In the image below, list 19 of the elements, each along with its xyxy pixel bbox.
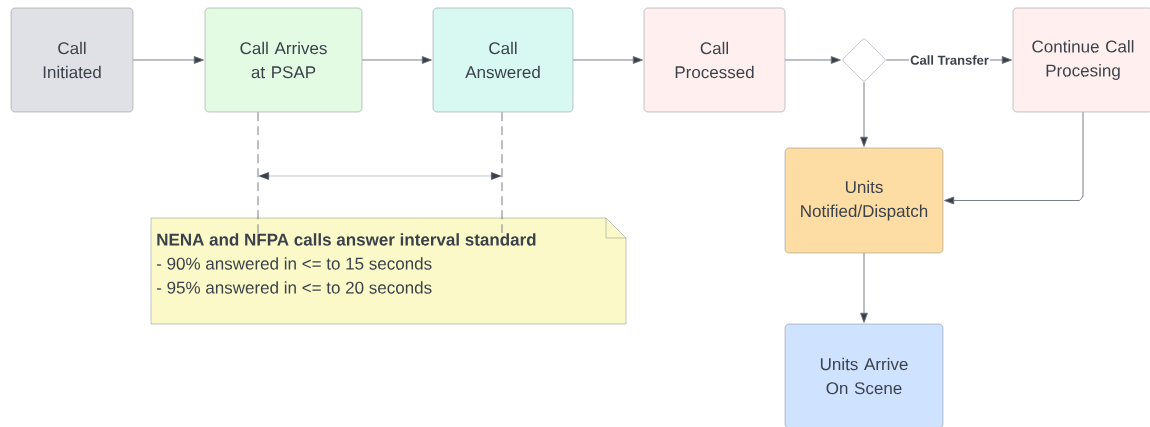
- arrow: [784, 56, 841, 64]
- edge-label: Call Transfer: [909, 54, 990, 66]
- process-box: Continue Call Procesing: [1012, 7, 1150, 113]
- arrow: [860, 81, 868, 147]
- decision-diamond: [842, 38, 886, 82]
- arrow: [361, 56, 432, 64]
- arrow: [572, 56, 643, 64]
- note: NENA and NFPA calls answer interval standard - 90% answered in <= to 15 seconds - 95% answered in <= to 20 seconds: [150, 217, 627, 325]
- process-box: Units Arrive On Scene: [784, 323, 944, 427]
- dashed-line: [501, 111, 503, 234]
- process-box: Call Initiated: [10, 7, 134, 113]
- process-box: Call Answered: [432, 7, 574, 113]
- arrow: [944, 111, 1084, 205]
- arrow: [132, 56, 204, 64]
- arrow: [860, 252, 868, 323]
- process-box: Call Arrives at PSAP: [204, 7, 363, 113]
- process-box: Units Notified/Dispatch: [784, 147, 944, 254]
- dashed-line: [257, 111, 259, 234]
- process-box: Call Processed: [643, 7, 786, 113]
